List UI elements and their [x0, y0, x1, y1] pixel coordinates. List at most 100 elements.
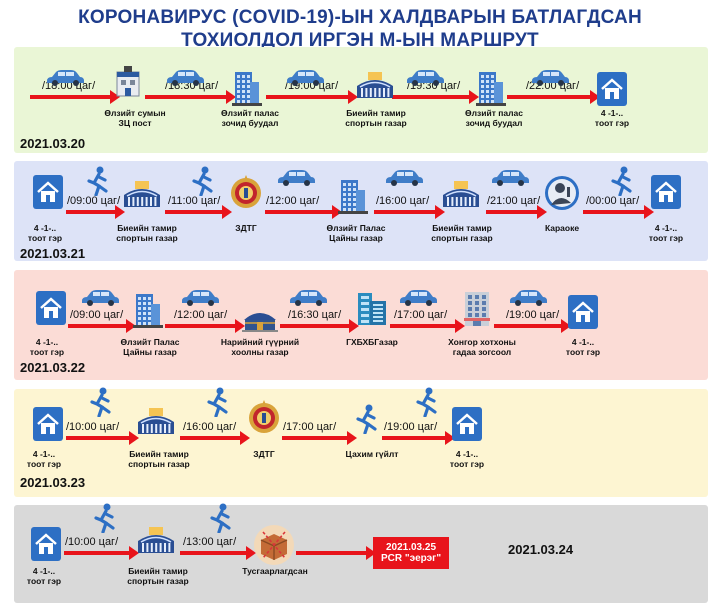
- route-arrow: [180, 431, 250, 445]
- stop-label-line: Өлзийт сумын: [104, 108, 166, 118]
- stop-label-line: 4 -1-..: [32, 449, 56, 459]
- runner-icon: [205, 387, 231, 422]
- stop-label-line: Тусгаарлагдсан: [242, 566, 308, 576]
- time-label: /13:00 цаг/: [183, 536, 237, 548]
- route-arrow: [486, 205, 547, 219]
- car-icon: [398, 290, 438, 311]
- route-arrow: [392, 90, 479, 104]
- stop-label-line: Цайны газар: [329, 233, 383, 243]
- stop-label: Цахим гүйлт: [346, 449, 399, 459]
- time-label: /11:00 цаг/: [168, 195, 221, 207]
- stop-label: ЗДТГ: [235, 223, 256, 233]
- stadium-icon: [136, 408, 176, 443]
- car-icon: [285, 70, 325, 91]
- route-arrow: [374, 205, 445, 219]
- car-icon: [490, 170, 530, 191]
- stadium-icon: [355, 72, 395, 107]
- home-icon: [31, 527, 61, 566]
- stop-label: 4 -1-..тоот гэр: [450, 449, 484, 469]
- stop-label-line: тоот гэр: [26, 459, 62, 469]
- stop-label-line: 4 -1-..: [600, 108, 624, 118]
- home-icon: [33, 407, 63, 446]
- stop-label-line: тоот гэр: [648, 233, 684, 243]
- route-arrow: [30, 90, 120, 104]
- stop-label-line: ЗДТГ: [235, 223, 257, 233]
- home-icon: [651, 175, 681, 214]
- stop-label-line: хоолны газар: [231, 347, 289, 357]
- pcr-result: PCR "эерэг": [380, 553, 442, 564]
- stop-label-line: ЗЦ пост: [118, 118, 152, 128]
- stop-label: 4 -1-..тоот гэр: [595, 108, 629, 128]
- car-icon: [384, 170, 424, 191]
- route-arrow: [66, 205, 125, 219]
- time-label: /10:00 цаг/: [65, 536, 119, 548]
- runner-icon: [354, 404, 380, 439]
- quarantine-icon: [253, 524, 295, 571]
- home-icon: [33, 175, 63, 214]
- stop-label-line: спортын газар: [116, 233, 178, 243]
- runner-icon: [414, 387, 440, 422]
- stop-label-line: тоот гэр: [27, 233, 63, 243]
- route-arrow: [165, 319, 245, 333]
- stop-label-line: ЗДТГ: [253, 449, 275, 459]
- car-icon: [165, 70, 205, 91]
- time-label: /17:00 цаг/: [283, 421, 337, 433]
- time-label: /19:00 цаг/: [506, 309, 560, 321]
- title-line-2: ТОХИОЛДОЛ ИРГЭН М-ЫН МАРШРУТ: [181, 30, 539, 51]
- time-label: /16:00 цаг/: [376, 195, 430, 207]
- stop-label: ЗДТГ: [253, 449, 274, 459]
- runner-icon: [609, 166, 635, 201]
- building-icon: [476, 70, 506, 111]
- route-arrow: [282, 431, 357, 445]
- stop-label-line: спортын газар: [128, 459, 190, 469]
- stop-label-line: Биеийн тамир: [129, 449, 189, 459]
- stop-label-line: Биеийн тамир: [117, 223, 177, 233]
- day-date: 2021.03.20: [20, 136, 86, 151]
- route-arrow: [68, 319, 136, 333]
- stop-label-line: 4 -1-..: [32, 566, 56, 576]
- stop-label: 4 -1-..тоот гэр: [27, 566, 61, 586]
- car-icon: [530, 70, 570, 91]
- stop-label-line: 4 -1-..: [35, 337, 59, 347]
- stop-label: 4 -1-..тоот гэр: [28, 223, 62, 243]
- runner-icon: [208, 503, 234, 538]
- stop-label: 4 -1-..тоот гэр: [649, 223, 683, 243]
- stop-label-line: Хонгор хотхоны: [448, 337, 516, 347]
- stop-label-line: Өлзийт палас: [465, 108, 523, 118]
- route-arrow: [583, 205, 654, 219]
- time-label: /12:00 цаг/: [266, 195, 320, 207]
- emblem-icon: [247, 398, 281, 441]
- day-date: 2021.03.22: [20, 360, 86, 375]
- stop-label-line: зочид буудал: [221, 118, 279, 128]
- stop-label-line: Өлзийт Палас: [326, 223, 386, 233]
- route-arrow: [165, 205, 232, 219]
- building-icon: [232, 70, 262, 111]
- stadium-icon: [441, 181, 481, 216]
- stop-label-line: Цайны газар: [123, 347, 177, 357]
- stop-label-line: 4 -1-..: [455, 449, 479, 459]
- stop-label-line: 4 -1-..: [654, 223, 678, 233]
- car-icon: [405, 70, 445, 91]
- route-arrow: [382, 431, 455, 445]
- stop-label-line: гадаа зогсоол: [452, 347, 512, 357]
- stop-label: 4 -1-..тоот гэр: [566, 337, 600, 357]
- stop-label: 4 -1-..тоот гэр: [27, 449, 61, 469]
- stop-label-line: тоот гэр: [29, 347, 65, 357]
- route-arrow: [145, 90, 236, 104]
- home-icon: [36, 291, 66, 330]
- time-label: /00:00 цаг/: [586, 195, 640, 207]
- stop-label-line: спортын газар: [127, 576, 189, 586]
- stop-label-line: 4 -1-..: [33, 223, 57, 233]
- police-post-icon: [114, 66, 142, 103]
- time-label: /17:00 цаг/: [394, 309, 448, 321]
- stop-label-line: тоот гэр: [26, 576, 62, 586]
- route-arrow: [266, 90, 358, 104]
- stop-label-line: Өлзийт Палас: [120, 337, 180, 347]
- route-arrow: [507, 90, 600, 104]
